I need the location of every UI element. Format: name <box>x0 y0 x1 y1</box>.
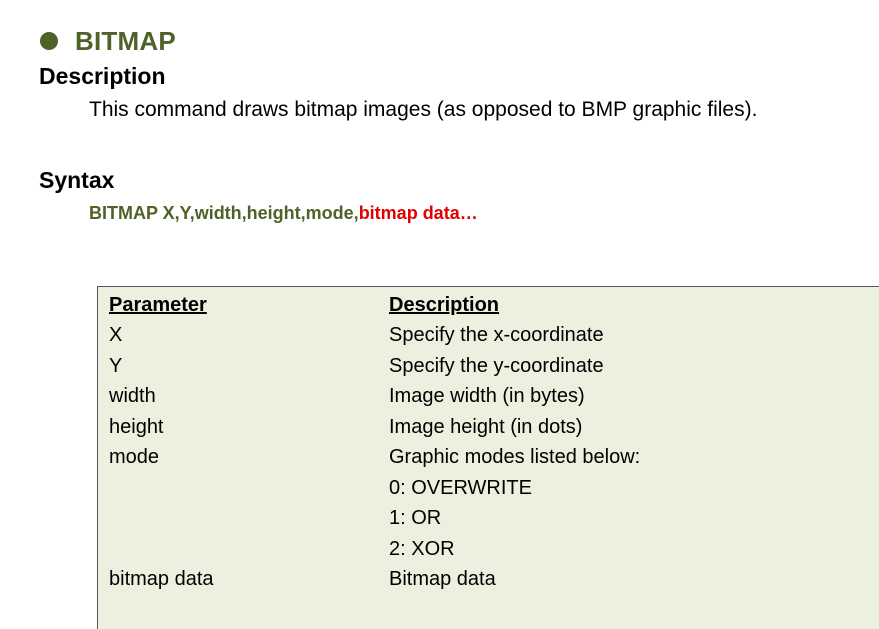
table-cell-parameter: bitmap data <box>109 568 214 590</box>
table-cell-description: Image height (in dots) <box>389 415 583 438</box>
table-cell-description: Image width (in bytes) <box>389 385 585 407</box>
heading-title: BITMAP <box>75 25 176 56</box>
section-heading: BITMAP <box>40 24 176 58</box>
table-cell-description: Bitmap data <box>389 568 496 590</box>
description-title: Description <box>39 63 166 89</box>
syntax-line: BITMAP X,Y,width,height,mode,bitmap data… <box>89 203 478 224</box>
table-cell-description: 2: XOR <box>389 537 455 560</box>
table-cell-description: 0: OVERWRITE <box>389 476 532 499</box>
table-cell-parameter: X <box>109 324 123 346</box>
table-cell-parameter: Y <box>109 354 123 377</box>
table-cell-description: 1: OR <box>389 507 442 529</box>
description-text: This command draws bitmap images (as opp… <box>89 98 758 121</box>
bullet-icon <box>40 32 58 50</box>
table-cell-description: Specify the x-coordinate <box>389 324 604 346</box>
table-cell-parameter: height <box>109 415 164 438</box>
parameter-table: Parameter Description X Specify the x-coo… <box>97 286 879 629</box>
table-header-parameter: Parameter <box>109 294 207 316</box>
table-cell-description: Specify the y-coordinate <box>389 354 604 377</box>
table-cell-parameter: width <box>109 385 156 407</box>
table-cell-parameter: mode <box>109 446 160 468</box>
syntax-title: Syntax <box>39 167 115 193</box>
table-cell-description: Graphic modes listed below: <box>389 446 641 468</box>
syntax-command: BITMAP X,Y,width,height,mode, <box>89 203 359 223</box>
table-header-description: Description <box>389 294 500 316</box>
syntax-highlight: bitmap data… <box>358 203 478 223</box>
